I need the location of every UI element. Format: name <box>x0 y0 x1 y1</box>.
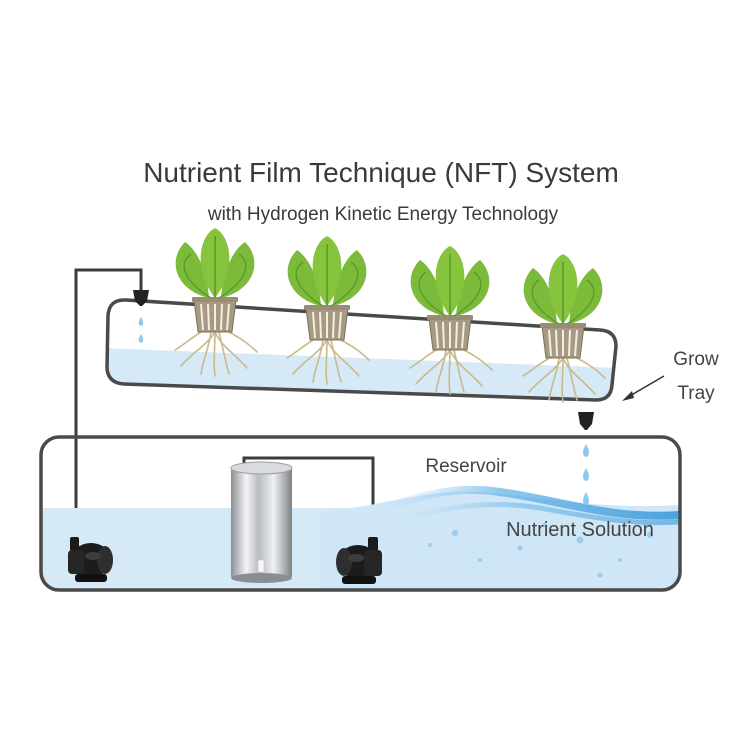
droplet-icon <box>583 444 589 457</box>
leaves <box>523 254 603 325</box>
roots <box>522 355 606 403</box>
net-pot-icon <box>192 297 238 333</box>
reservoir-label: Reservoir <box>425 456 507 477</box>
water-pump-icon <box>68 537 113 582</box>
hydrogen-generator-icon <box>230 461 293 583</box>
droplet-icon <box>583 468 589 481</box>
plants-group <box>174 228 606 403</box>
plant-icon <box>522 254 606 403</box>
grow-tray-label-line2: Tray <box>677 383 715 404</box>
plant-icon <box>174 228 258 377</box>
droplet-icon <box>138 334 144 343</box>
roots <box>174 329 258 377</box>
water-pump-icon <box>336 537 382 584</box>
plant-icon <box>409 246 493 395</box>
inlet-nozzle <box>133 290 149 343</box>
diagram-subtitle: with Hydrogen Kinetic Energy Technology <box>207 204 559 225</box>
net-pot-icon <box>427 315 473 351</box>
supply-pipe <box>74 268 143 545</box>
reservoir-tank <box>39 435 682 592</box>
droplet-icon <box>138 317 144 326</box>
plant-icon <box>286 236 370 385</box>
leaves <box>287 236 367 307</box>
net-pot-icon <box>540 323 586 359</box>
grow-tray-label-line1: Grow <box>673 349 719 370</box>
outlet-nozzle <box>578 412 594 505</box>
leaves <box>410 246 490 317</box>
droplet-icon <box>583 492 589 505</box>
leaves <box>175 228 255 299</box>
net-pot-icon <box>304 305 350 341</box>
diagram-title: Nutrient Film Technique (NFT) System <box>143 157 619 188</box>
nutrient-solution-label: Nutrient Solution <box>506 519 654 541</box>
arrow-icon <box>622 375 665 401</box>
